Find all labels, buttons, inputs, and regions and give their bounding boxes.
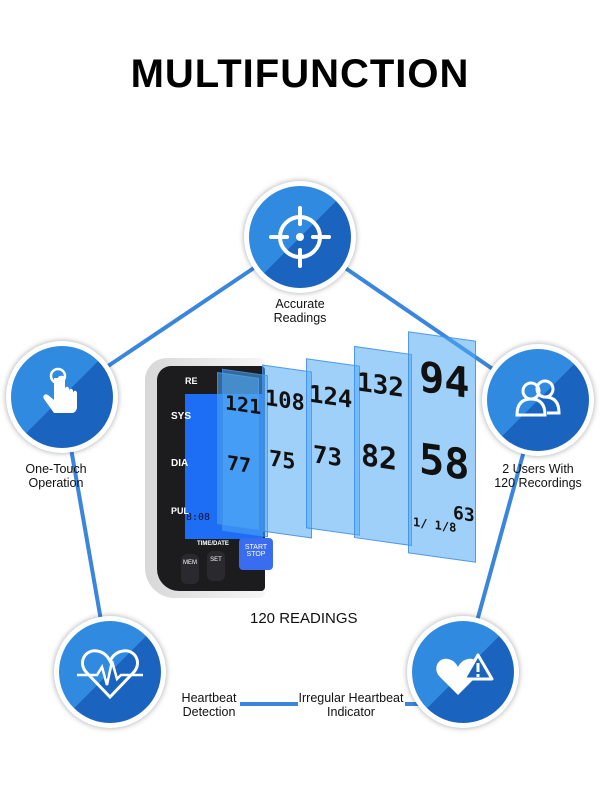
- feature-one-touch: [6, 341, 118, 453]
- label-line: Operation: [28, 476, 84, 490]
- panel-sys: 108: [265, 385, 305, 417]
- feature-irregular-heartbeat: [407, 616, 519, 728]
- panel-dia: 73: [313, 440, 342, 473]
- lcd-panel: 94 58 1/ 1/8 63: [408, 331, 476, 563]
- feature-label: Heartbeat Detection: [172, 691, 246, 719]
- label-line: Heartbeat: [181, 691, 237, 705]
- panel-dia: 75: [269, 446, 296, 476]
- label-line: One-Touch: [25, 462, 87, 476]
- panel-sys: 94: [419, 351, 470, 408]
- page-title: MULTIFUNCTION: [130, 52, 470, 96]
- feature-two-users: [482, 344, 594, 456]
- label-line: Accurate: [275, 297, 325, 311]
- sys-label: SYS: [171, 411, 192, 422]
- panel-pulse: 63: [453, 502, 475, 527]
- panel-dia: 58: [419, 433, 470, 490]
- lcd-panel: 108 75: [262, 364, 312, 539]
- panel-sys: 121: [225, 390, 262, 420]
- feature-label: Irregular Heartbeat Indicator: [292, 691, 410, 719]
- feature-label: Accurate Readings: [248, 297, 352, 325]
- lcd-panel: 124 73: [306, 358, 360, 536]
- feature-label: One-Touch Operation: [6, 462, 106, 490]
- label-line: Indicator: [327, 705, 375, 719]
- start-label: START: [244, 544, 268, 551]
- finger-touch-icon: [43, 367, 77, 413]
- readings-caption: 120 READINGS: [250, 610, 358, 627]
- heartbeat-icon: [77, 649, 143, 700]
- set-button[interactable]: SET: [207, 551, 225, 581]
- crosshair-icon: [269, 206, 331, 268]
- start-stop-button[interactable]: START STOP: [239, 538, 273, 570]
- brand-logo: RE: [185, 376, 198, 386]
- mem-button[interactable]: MEM: [181, 554, 199, 584]
- label-line: 120 Recordings: [494, 476, 582, 490]
- label-line: Readings: [273, 311, 327, 325]
- users-icon: [515, 379, 561, 417]
- panel-dia: 82: [361, 437, 398, 478]
- feature-label: 2 Users With 120 Recordings: [478, 462, 598, 490]
- screen-time: 8:08: [186, 512, 211, 523]
- lcd-panel: 132 82: [354, 345, 412, 547]
- feature-heartbeat-detection: [54, 616, 166, 728]
- panel-dia: 77: [227, 450, 252, 478]
- feature-accurate-readings: [244, 181, 356, 293]
- label-line: Irregular Heartbeat: [298, 691, 404, 705]
- dia-label: DIA: [171, 458, 189, 469]
- panel-date: 1/ 1/8: [413, 514, 457, 536]
- pul-label: PUL: [171, 506, 189, 516]
- label-line: Detection: [182, 705, 236, 719]
- panel-sys: 132: [357, 367, 404, 404]
- heart-warning-icon: [436, 653, 494, 695]
- time-date-label: TIME/DATE: [197, 541, 229, 547]
- panel-sys: 124: [309, 379, 353, 414]
- stop-label: STOP: [246, 551, 266, 558]
- label-line: 2 Users With: [502, 462, 574, 476]
